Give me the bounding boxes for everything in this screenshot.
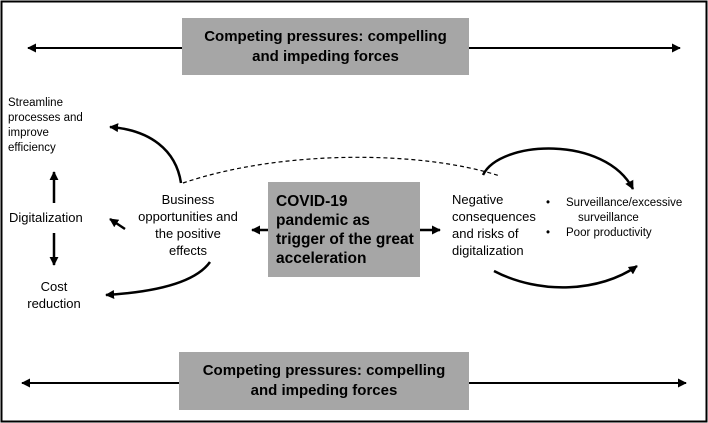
right-node-line1: Negative: [452, 192, 504, 207]
center-line2: pandemic as: [276, 211, 370, 229]
left-to-digitalization-arrow: [109, 217, 126, 231]
digitalization-label: Digitalization: [9, 210, 83, 225]
business-opportunities-node: Business opportunities and the positive …: [128, 191, 248, 259]
streamline-line4: efficiency: [8, 142, 56, 154]
top-banner-box: Competing pressures: compelling and impe…: [182, 18, 469, 75]
left-node-line4: effects: [168, 243, 208, 258]
top-banner-line1: Competing pressures: compelling: [204, 27, 447, 45]
streamline-line2: processes and: [8, 112, 83, 124]
bullet-1: •: [546, 197, 551, 209]
streamline-line1: Streamline: [8, 97, 63, 109]
center-line4: acceleration: [276, 249, 367, 267]
risk-item-surveillance: • Surveillance/excessive surveillance: [546, 196, 682, 226]
right-node-line3: and risks of: [452, 226, 519, 241]
risk-item-productivity: • Poor productivity: [546, 226, 682, 241]
center-line1: COVID-19: [276, 192, 348, 210]
streamline-node: Streamline processes and improve efficie…: [8, 96, 108, 156]
top-banner-line2: and impeding forces: [252, 47, 399, 65]
bottom-banner-line1: Competing pressures: compelling: [202, 362, 446, 379]
streamline-line3: improve: [8, 127, 49, 139]
center-trigger-box: COVID-19 pandemic as trigger of the grea…: [268, 182, 420, 277]
cost-line2: reduction: [27, 296, 81, 311]
left-to-cost-arrow: [105, 261, 212, 299]
risks-list: • Surveillance/excessive surveillance • …: [546, 196, 682, 241]
center-line3: trigger of the great: [276, 230, 414, 248]
bottom-banner-line2: and impeding forces: [250, 382, 398, 399]
left-to-streamline-arrow: [109, 123, 183, 184]
left-node-line1: Business: [161, 192, 215, 207]
risk-item-2: Poor productivity: [566, 227, 652, 239]
right-to-risks-bottom-arrow: [493, 264, 638, 289]
digitalization-node: Digitalization: [9, 209, 83, 226]
bullet-2: •: [546, 227, 551, 239]
bottom-banner-box: Competing pressures: compelling and impe…: [179, 352, 469, 410]
negative-consequences-node: Negative consequences and risks of digit…: [452, 191, 552, 259]
right-node-line2: consequences: [452, 209, 536, 224]
dashed-link-arc: [182, 156, 501, 184]
risk-item-1-line1: Surveillance/excessive: [566, 197, 683, 209]
right-to-risks-top-arrow: [481, 147, 635, 190]
left-node-line2: opportunities and: [138, 209, 238, 224]
left-node-line3: the positive: [155, 226, 221, 241]
cost-line1: Cost: [40, 279, 68, 294]
right-node-line4: digitalization: [452, 243, 524, 258]
cost-reduction-node: Cost reduction: [16, 278, 92, 312]
risk-item-1-line2: surveillance: [578, 212, 639, 224]
